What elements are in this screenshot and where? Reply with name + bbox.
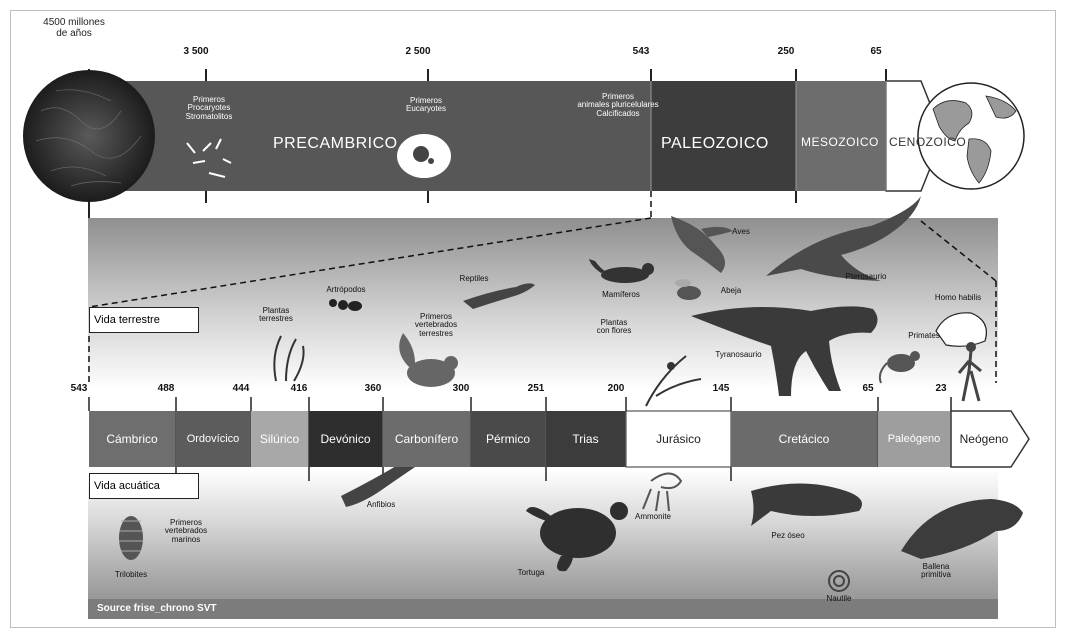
label-aves: Aves (721, 228, 761, 236)
label-vertebrados-marinos: Primeros vertebrados marinos (151, 519, 221, 544)
top-tick-250: 250 (778, 46, 795, 57)
bottom-tick-488: 488 (158, 383, 175, 394)
period-cambrico: Cámbrico (89, 411, 176, 467)
terrestrial-life-box: Vida terrestre (89, 307, 199, 333)
bottom-tick-145: 145 (713, 383, 730, 394)
event-first-eucaryotes: Primeros Eucaryotes (391, 97, 461, 114)
label-reptiles: Reptiles (449, 275, 499, 283)
origin-label: 4500 millones de años (19, 18, 129, 39)
bottom-tick-416: 416 (291, 383, 308, 394)
label-plantas-flores: Plantas con flores (579, 319, 649, 336)
label-plantas-terrestres: Plantas terrestres (246, 307, 306, 324)
label-primates: Primates (899, 332, 949, 340)
era-cenozoico: CENOZOICO (889, 135, 966, 149)
label-homo-habilis: Homo habilis (923, 294, 993, 302)
period-trias: Trias (546, 411, 626, 467)
aquatic-band (88, 469, 998, 619)
period-neogeno: Neógeno (951, 411, 1017, 467)
label-nautile: Nautile (819, 595, 859, 603)
bottom-tick-543: 543 (71, 383, 88, 394)
top-tick-2500: 2 500 (405, 46, 430, 57)
trilobite-icon (119, 516, 143, 560)
label-ballena: Ballena primitiva (906, 563, 966, 580)
bottom-tick-360: 360 (365, 383, 382, 394)
event-first-animals: Primeros animales pluricelulares Calcifi… (553, 93, 683, 118)
label-artropodos: Artrópodos (316, 286, 376, 294)
period-devonico: Devónico (309, 411, 383, 467)
label-pez-oseo: Pez óseo (763, 532, 813, 540)
label-mamiferos: Mamíferos (591, 291, 651, 299)
label-abeja: Abeja (711, 287, 751, 295)
bottom-tick-444: 444 (233, 383, 250, 394)
bottom-tick-300: 300 (453, 383, 470, 394)
event-first-procaryotes: Primeros Procaryotes Stromatolitos (159, 96, 259, 121)
label-ammonite: Ammonite (623, 513, 683, 521)
bottom-tick-23: 23 (935, 383, 946, 394)
label-anfibios: Anfibios (356, 501, 406, 509)
timeline-figure: 4500 millones de años 3 500 2 500 543 25… (10, 10, 1056, 628)
label-tyranosaurio: Tyranosaurio (706, 351, 771, 359)
bottom-tick-200: 200 (608, 383, 625, 394)
source-caption: Source frise_chrono SVT (97, 603, 216, 614)
period-paleogeno: Paleógeno (878, 411, 951, 467)
label-tortuga: Tortuga (506, 569, 556, 577)
period-silurico: Silúrico (251, 411, 309, 467)
label-pterosaurio: Pterosaurio (836, 273, 896, 281)
source-strip (88, 599, 998, 619)
eucaryote-cell-icon (397, 134, 451, 178)
period-ordovicico: Ordovícico (176, 411, 251, 467)
bottom-tick-65: 65 (862, 383, 873, 394)
primordial-earth-image (23, 70, 155, 202)
aquatic-life-box: Vida acuática (89, 473, 199, 499)
label-trilobites: Trilobites (101, 571, 161, 579)
period-permico: Pérmico (471, 411, 546, 467)
label-vertebrados-terrestres: Primeros vertebrados terrestres (401, 313, 471, 338)
era-mesozoico: MESOZOICO (801, 135, 879, 149)
top-tick-543: 543 (633, 46, 650, 57)
top-tick-3500: 3 500 (183, 46, 208, 57)
period-jurasico: Jurásico (626, 411, 731, 467)
period-cretacico: Cretácico (731, 411, 878, 467)
period-carbonifero: Carbonífero (383, 411, 471, 467)
bottom-tick-251: 251 (528, 383, 545, 394)
top-tick-65: 65 (870, 46, 881, 57)
era-precambrico: PRECAMBRICO (273, 135, 398, 153)
era-paleozoico: PALEOZOICO (661, 135, 769, 153)
